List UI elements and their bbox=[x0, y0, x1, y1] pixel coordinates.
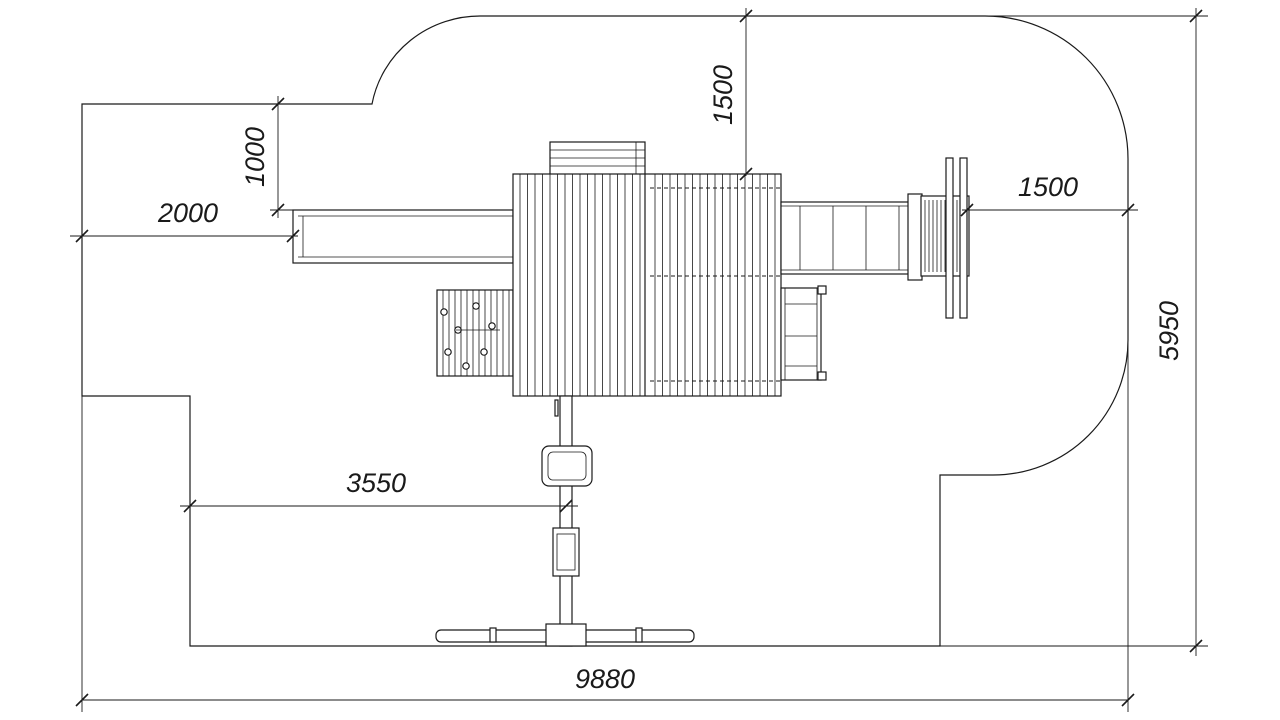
dimension-label-1500-right: 1500 bbox=[1018, 172, 1078, 202]
safety-zone-outline bbox=[81, 15, 1129, 647]
dimension-slide-length: 2000 bbox=[70, 198, 300, 243]
end-frame bbox=[920, 157, 970, 319]
dimension-total-width: 9880 bbox=[75, 340, 1135, 712]
dimension-total-height: 5950 bbox=[740, 8, 1208, 656]
dimension-right-clearance: 1500 bbox=[960, 172, 1138, 217]
dimension-label-5950: 5950 bbox=[1154, 301, 1184, 361]
swing-seat-flat bbox=[552, 527, 580, 577]
swing-seat-basket bbox=[541, 445, 593, 487]
dimension-slide-offset: 1000 bbox=[240, 96, 296, 218]
tower-platform bbox=[512, 173, 782, 397]
dimension-label-1500-top: 1500 bbox=[708, 65, 738, 125]
dimension-label-3550: 3550 bbox=[346, 468, 406, 498]
swing-beam bbox=[435, 395, 695, 647]
monkey-bars bbox=[780, 193, 923, 281]
dimension-swing-clearance: 3550 bbox=[180, 468, 578, 513]
dimension-label-9880: 9880 bbox=[575, 664, 635, 694]
side-ladder bbox=[780, 285, 827, 381]
dimension-top-clearance: 1500 bbox=[708, 8, 753, 181]
slide bbox=[292, 209, 514, 264]
top-step-unit bbox=[549, 141, 646, 176]
dimension-label-1000: 1000 bbox=[240, 127, 270, 187]
dimension-label-2000: 2000 bbox=[157, 198, 218, 228]
climbing-wall bbox=[436, 289, 514, 377]
